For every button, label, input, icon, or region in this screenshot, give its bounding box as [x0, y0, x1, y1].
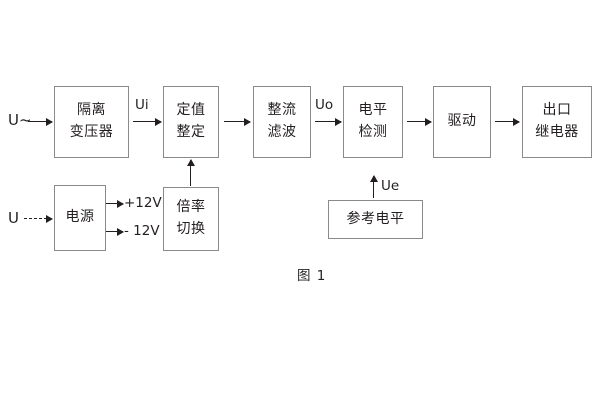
block-drive: 驱动: [433, 86, 491, 158]
figure-caption: 图 1: [297, 268, 327, 284]
arrow-power-supply-minus-12v: [106, 231, 123, 233]
arrow-setting-value-to-rectify-filter: [224, 121, 250, 123]
block-power-supply-line1: 电源: [65, 209, 95, 226]
block-setting-value-line2: 整定: [176, 124, 206, 140]
arrow-drive-to-output-relay: [495, 121, 519, 123]
signal-uo-label: Uo: [315, 97, 334, 113]
signal-ui-label: Ui: [135, 97, 149, 113]
arrow-isolation-transformer-to-setting-value: [133, 121, 161, 123]
block-setting-value-line1: 定值: [176, 102, 206, 119]
block-reference-level: 参考电平: [328, 200, 423, 239]
block-isolation-transformer-line1: 隔离: [77, 102, 106, 119]
block-isolation-transformer-line2: 变压器: [69, 124, 114, 140]
arrow-power-supply-plus-12v: [106, 203, 123, 205]
block-rectify-filter: 整流 滤波: [253, 86, 311, 158]
arrow-multiplier-switch-to-setting-value: [190, 160, 192, 186]
block-output-relay: 出口 继电器: [522, 86, 592, 158]
block-reference-level-line1: 参考电平: [346, 210, 405, 227]
block-drive-line1: 驱动: [447, 113, 477, 130]
block-multiplier-switch-line1: 倍率: [176, 199, 206, 216]
block-rectify-filter-line2: 滤波: [267, 124, 297, 140]
block-level-detect: 电平 检测: [343, 86, 403, 158]
arrow-input-dc-to-power-supply: [24, 218, 52, 219]
block-level-detect-line2: 检测: [358, 124, 388, 140]
block-setting-value: 定值 整定: [163, 86, 219, 158]
block-level-detect-line1: 电平: [358, 102, 388, 119]
block-rectify-filter-line1: 整流: [267, 102, 297, 119]
arrow-rectify-filter-to-level-detect: [315, 121, 341, 123]
block-output-relay-line2: 继电器: [535, 124, 579, 140]
block-multiplier-switch-line2: 切换: [176, 221, 206, 237]
arrow-input-ac-to-isolation-transformer: [28, 121, 52, 123]
block-output-relay-line1: 出口: [542, 102, 572, 119]
block-isolation-transformer: 隔离 变压器: [54, 86, 129, 158]
signal-ue-label: Ue: [381, 178, 400, 194]
label-plus-12v: +12V: [124, 195, 162, 211]
input-dc-label: U: [8, 209, 19, 227]
input-ac-label: U~: [8, 111, 32, 129]
label-minus-12v: - 12V: [124, 223, 160, 239]
block-power-supply: 电源: [54, 185, 106, 251]
block-multiplier-switch: 倍率 切换: [163, 187, 219, 251]
arrow-reference-level-to-level-detect: [373, 176, 375, 198]
arrow-level-detect-to-drive: [407, 121, 431, 123]
